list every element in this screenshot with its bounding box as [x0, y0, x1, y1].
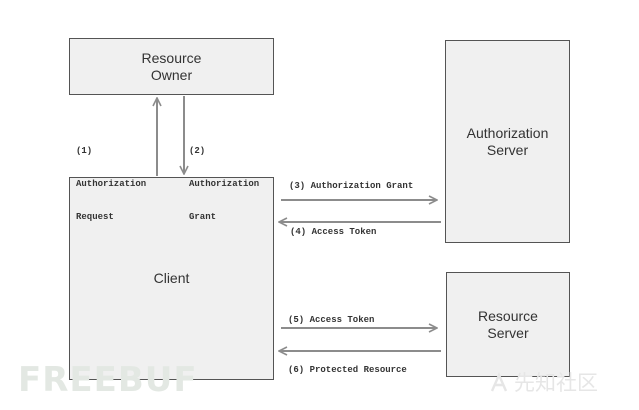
xianzhi-watermark-text: 先知社区 — [514, 371, 598, 395]
step-4-label: (4) Access Token — [290, 227, 377, 237]
step-2-line3: Grant — [189, 212, 217, 222]
authorization-server-box: Authorization Server — [445, 40, 570, 243]
client-label: Client — [153, 270, 190, 286]
resource-server-label-line1: Resource — [478, 307, 538, 324]
resource-owner-label-line1: Resource — [141, 49, 202, 66]
step-2-label: (2) Authorization Grant — [189, 124, 259, 234]
authorization-server-label-line1: Authorization — [466, 124, 549, 141]
step-1-number: (1) — [76, 146, 93, 156]
step-2-line2: Authorization — [189, 179, 260, 189]
step-5-label: (5) Access Token — [288, 315, 375, 325]
resource-server-label-line2: Server — [487, 324, 529, 341]
step-3-label: (3) Authorization Grant — [289, 181, 414, 191]
resource-server-box: Resource Server — [446, 272, 570, 377]
resource-owner-label-line2: Owner — [150, 66, 193, 83]
client-box: Client — [69, 177, 274, 380]
step-1-label: (1) Authorization Request — [76, 124, 146, 234]
step-2-number: (2) — [189, 146, 206, 156]
step-1-line3: Request — [76, 212, 114, 222]
step-6-label: (6) Protected Resource — [288, 365, 407, 375]
authorization-server-label-line2: Server — [486, 141, 529, 158]
xianzhi-logo-icon — [490, 372, 508, 392]
xianzhi-watermark: 先知社区 — [488, 370, 598, 396]
resource-owner-box: Resource Owner — [69, 38, 274, 95]
freebuf-watermark: FREEBUF — [18, 360, 198, 400]
step-1-line2: Authorization — [76, 179, 147, 189]
